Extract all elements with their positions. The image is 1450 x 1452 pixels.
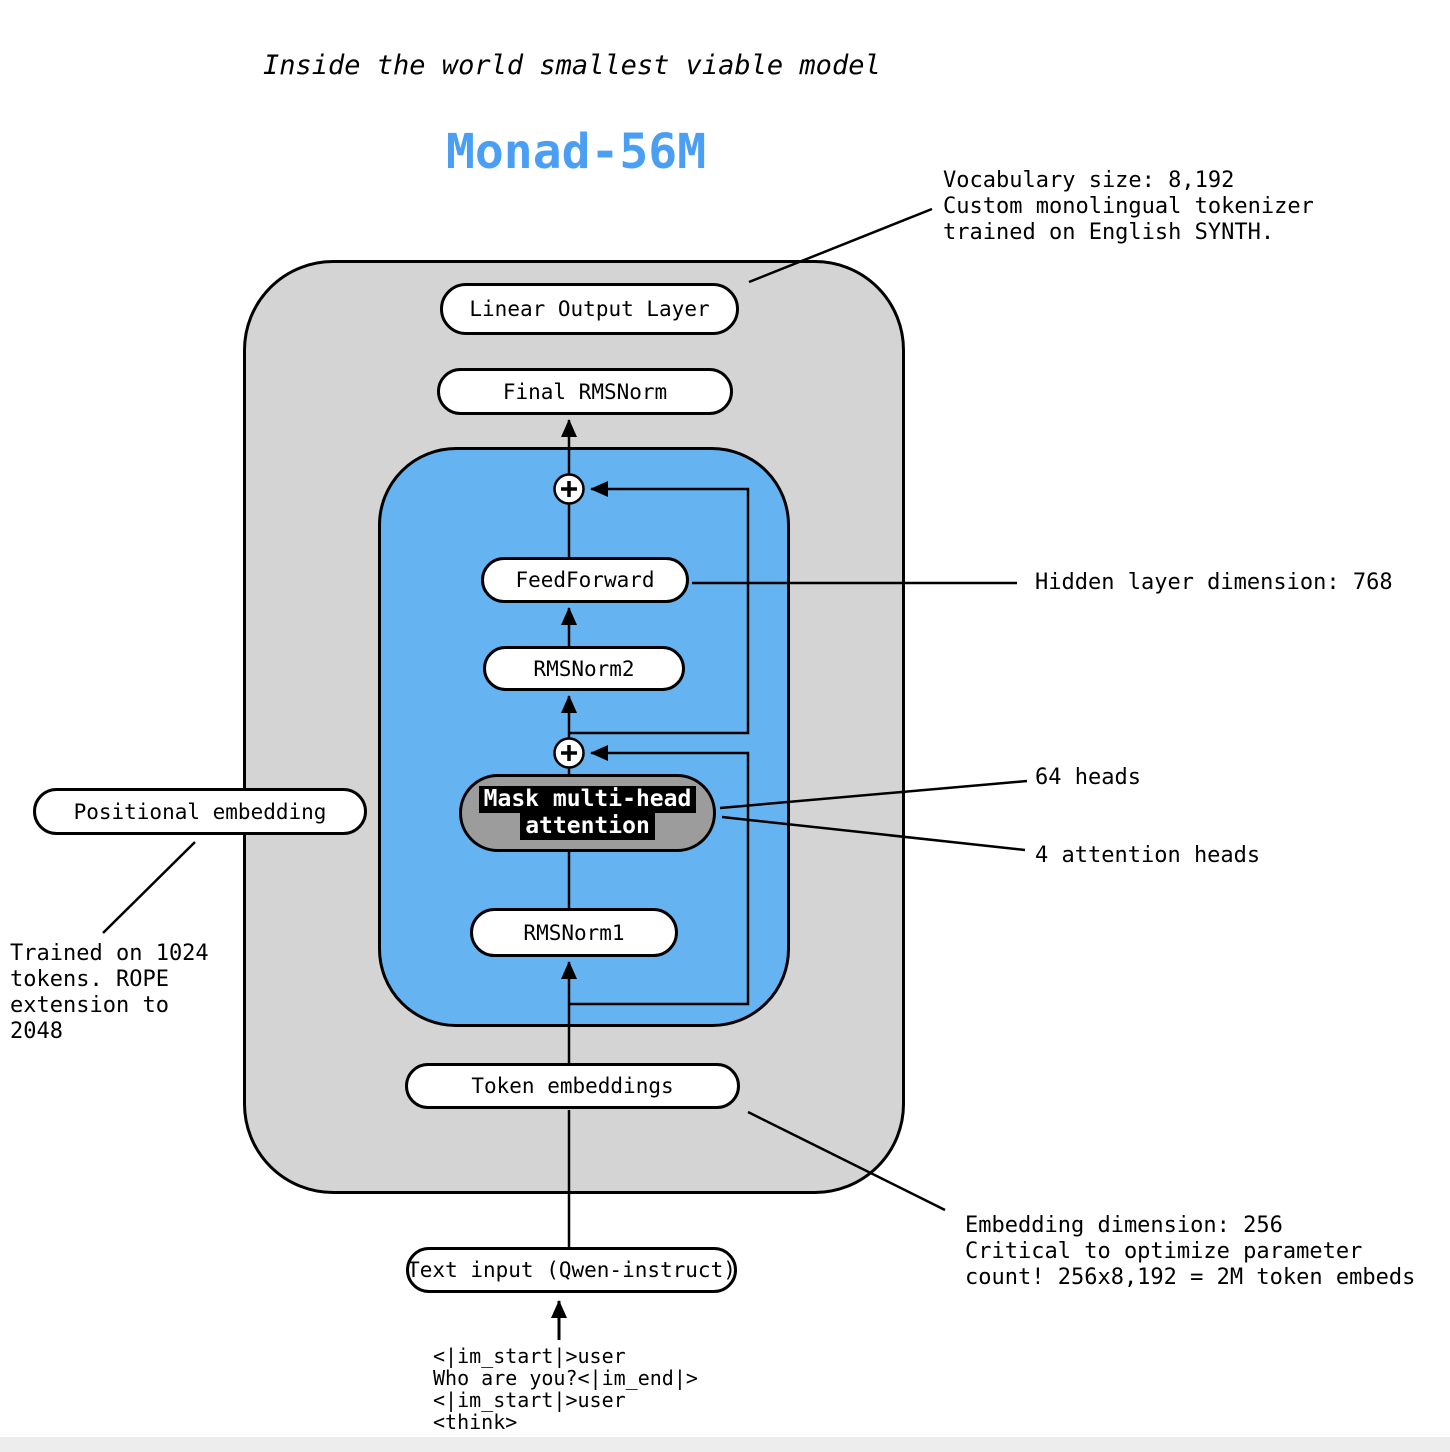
annotation-line: Embedding dimension: 256 — [965, 1213, 1283, 1238]
annotation-4-attention-heads: 4 attention heads — [1035, 843, 1261, 868]
pill-rmsnorm2: RMSNorm2 — [483, 646, 685, 691]
pill-label: FeedForward — [515, 568, 655, 592]
page-subtitle: Inside the world smallest viable model — [263, 50, 881, 81]
pill-text-input: Text input (Qwen-instruct) — [406, 1247, 737, 1293]
annotation-line: count! 256x8,192 = 2M token embeds — [965, 1265, 1416, 1290]
pill-mask-multi-head-attention: Mask multi-head attention — [459, 774, 716, 852]
attention-label-line1: Mask multi-head — [478, 786, 697, 813]
leader-positional-embedding — [102, 841, 196, 934]
pill-label: Token embeddings — [471, 1074, 674, 1098]
annotation-rope-extension: Trained on 1024 tokens. ROPE extension t… — [10, 941, 209, 1045]
token-line: <think> — [433, 1410, 518, 1434]
model-title: Monad-56M — [446, 124, 707, 180]
pill-final-rmsnorm: Final RMSNorm — [437, 368, 733, 415]
annotation-line: 2048 — [10, 1019, 63, 1044]
pill-label: Final RMSNorm — [502, 379, 668, 404]
pill-label: Linear Output Layer — [469, 297, 710, 321]
annotation-embedding-dimension: Embedding dimension: 256 Critical to opt… — [965, 1213, 1415, 1291]
annotation-line: Custom monolingual tokenizer — [943, 194, 1314, 219]
annotation-vocabulary: Vocabulary size: 8,192 Custom monolingua… — [943, 168, 1314, 246]
token-line: <|im_start|>user — [433, 1344, 626, 1368]
annotation-line: Vocabulary size: 8,192 — [943, 168, 1235, 193]
bottom-edge-strip — [0, 1437, 1450, 1452]
pill-positional-embedding: Positional embedding — [33, 788, 367, 835]
pill-label: RMSNorm2 — [533, 656, 635, 681]
pill-feedforward: FeedForward — [481, 557, 689, 603]
pill-linear-output-layer: Linear Output Layer — [440, 283, 739, 335]
annotation-64-heads: 64 heads — [1035, 765, 1141, 790]
annotation-line: Trained on 1024 — [10, 941, 209, 966]
input-token-text: <|im_start|>user Who are you?<|im_end|> … — [433, 1345, 698, 1433]
pill-label: RMSNorm1 — [523, 920, 625, 945]
attention-label-line2: attention — [520, 813, 655, 840]
annotation-line: Critical to optimize parameter — [965, 1239, 1363, 1264]
pill-rmsnorm1: RMSNorm1 — [470, 908, 678, 957]
annotation-hidden-dimension: Hidden layer dimension: 768 — [1035, 570, 1393, 595]
annotation-line: extension to — [10, 993, 169, 1018]
pill-token-embeddings: Token embeddings — [405, 1063, 740, 1109]
token-line: <|im_start|>user — [433, 1388, 626, 1412]
pill-label: Positional embedding — [73, 799, 327, 824]
token-line: Who are you?<|im_end|> — [433, 1366, 698, 1390]
annotation-line: tokens. ROPE — [10, 967, 169, 992]
pill-label: Text input (Qwen-instruct) — [407, 1258, 736, 1282]
annotation-line: trained on English SYNTH. — [943, 220, 1275, 245]
